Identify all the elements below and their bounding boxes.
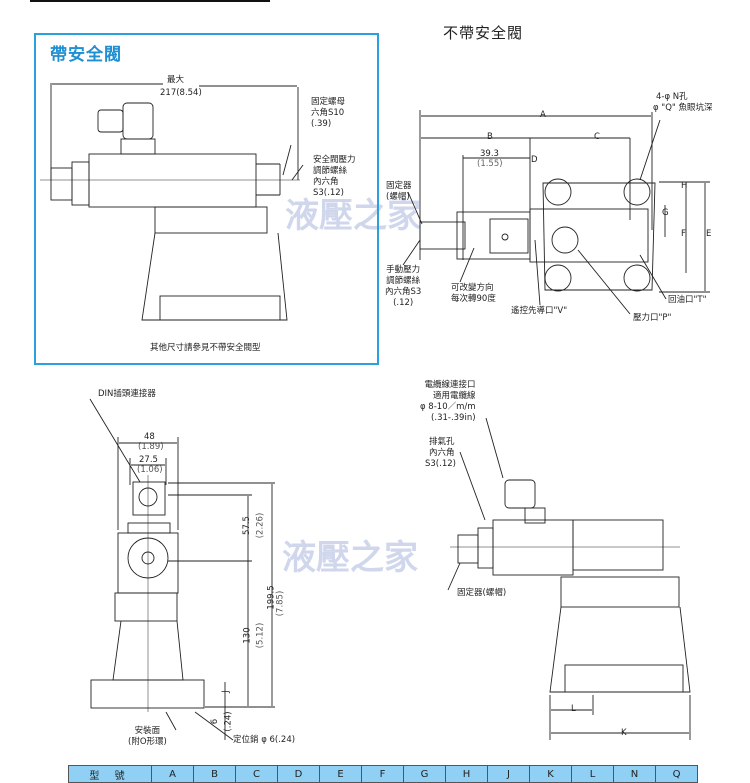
- dim-27-5-in: (1.06): [137, 465, 163, 475]
- watermark: 液壓之家: [282, 538, 418, 578]
- front-view-drawing: [89, 398, 275, 741]
- din-label: DIN插頭連接器: [98, 389, 156, 399]
- col-q: Q: [655, 765, 698, 783]
- dim-e: E: [706, 229, 712, 239]
- dim-c: C: [594, 132, 600, 142]
- port-v-label: 遙控先導口"V": [511, 306, 568, 316]
- side-fixer-label: 固定器(螺帽): [457, 588, 507, 598]
- side-view-drawing: [447, 417, 691, 740]
- pin-label: 定位銷 φ 6(.24): [233, 735, 296, 745]
- top-view-drawing: [402, 110, 710, 315]
- dim-b: B: [487, 132, 493, 142]
- mount-face-label: 安裝面(附O形環): [128, 726, 167, 747]
- col-j: J: [487, 765, 530, 783]
- dim-27-5: 27.5: [139, 455, 158, 465]
- max-dimension: 217(8.54): [160, 88, 202, 98]
- dim-1-55: (1.55): [477, 159, 503, 169]
- col-g: G: [403, 765, 446, 783]
- top-rule: [30, 0, 270, 2]
- col-h: H: [445, 765, 488, 783]
- dim-l: L: [571, 704, 576, 714]
- rotate-label: 可改變方向每次轉90度: [451, 283, 496, 304]
- dim-h: H: [681, 181, 688, 191]
- col-a: A: [151, 765, 194, 783]
- fixer-label: 固定器(螺帽): [386, 181, 412, 202]
- table-header-row: 型 號 A B C D E F G H J K L N Q: [68, 765, 698, 783]
- with-relief-drawing: [40, 83, 304, 321]
- manual-screw-label: 手動壓力調節螺絲內六角S3(.12): [385, 265, 422, 308]
- port-p-label: 壓力口"P": [633, 313, 672, 323]
- col-d: D: [277, 765, 320, 783]
- dim-48-in: (1.89): [138, 442, 164, 452]
- watermark: 液壓之家: [285, 196, 421, 236]
- dim-a: A: [540, 110, 546, 120]
- col-n: N: [613, 765, 656, 783]
- col-l: L: [571, 765, 614, 783]
- col-model: 型 號: [68, 765, 152, 783]
- panel-note: 其他尺寸請參見不帶安全閥型: [150, 343, 261, 353]
- col-f: F: [361, 765, 404, 783]
- col-b: B: [193, 765, 236, 783]
- with-relief-panel: [34, 33, 379, 365]
- dim-d: D: [531, 155, 538, 165]
- col-k: K: [529, 765, 572, 783]
- nut-label: 固定螺母六角S10(.39): [311, 97, 346, 129]
- dim-48: 48: [144, 432, 155, 442]
- with-relief-title: 帶安全閥: [50, 45, 122, 65]
- model-table: 型 號 A B C D E F G H J K L N Q: [68, 765, 698, 783]
- port-t-label: 回油口"T": [668, 295, 707, 305]
- dim-39-3: 39.3: [480, 149, 499, 159]
- dim-f: F: [681, 229, 686, 239]
- col-c: C: [235, 765, 278, 783]
- max-label: 最大: [167, 75, 185, 85]
- without-relief-title: 不帶安全閥: [443, 24, 524, 42]
- col-e: E: [319, 765, 362, 783]
